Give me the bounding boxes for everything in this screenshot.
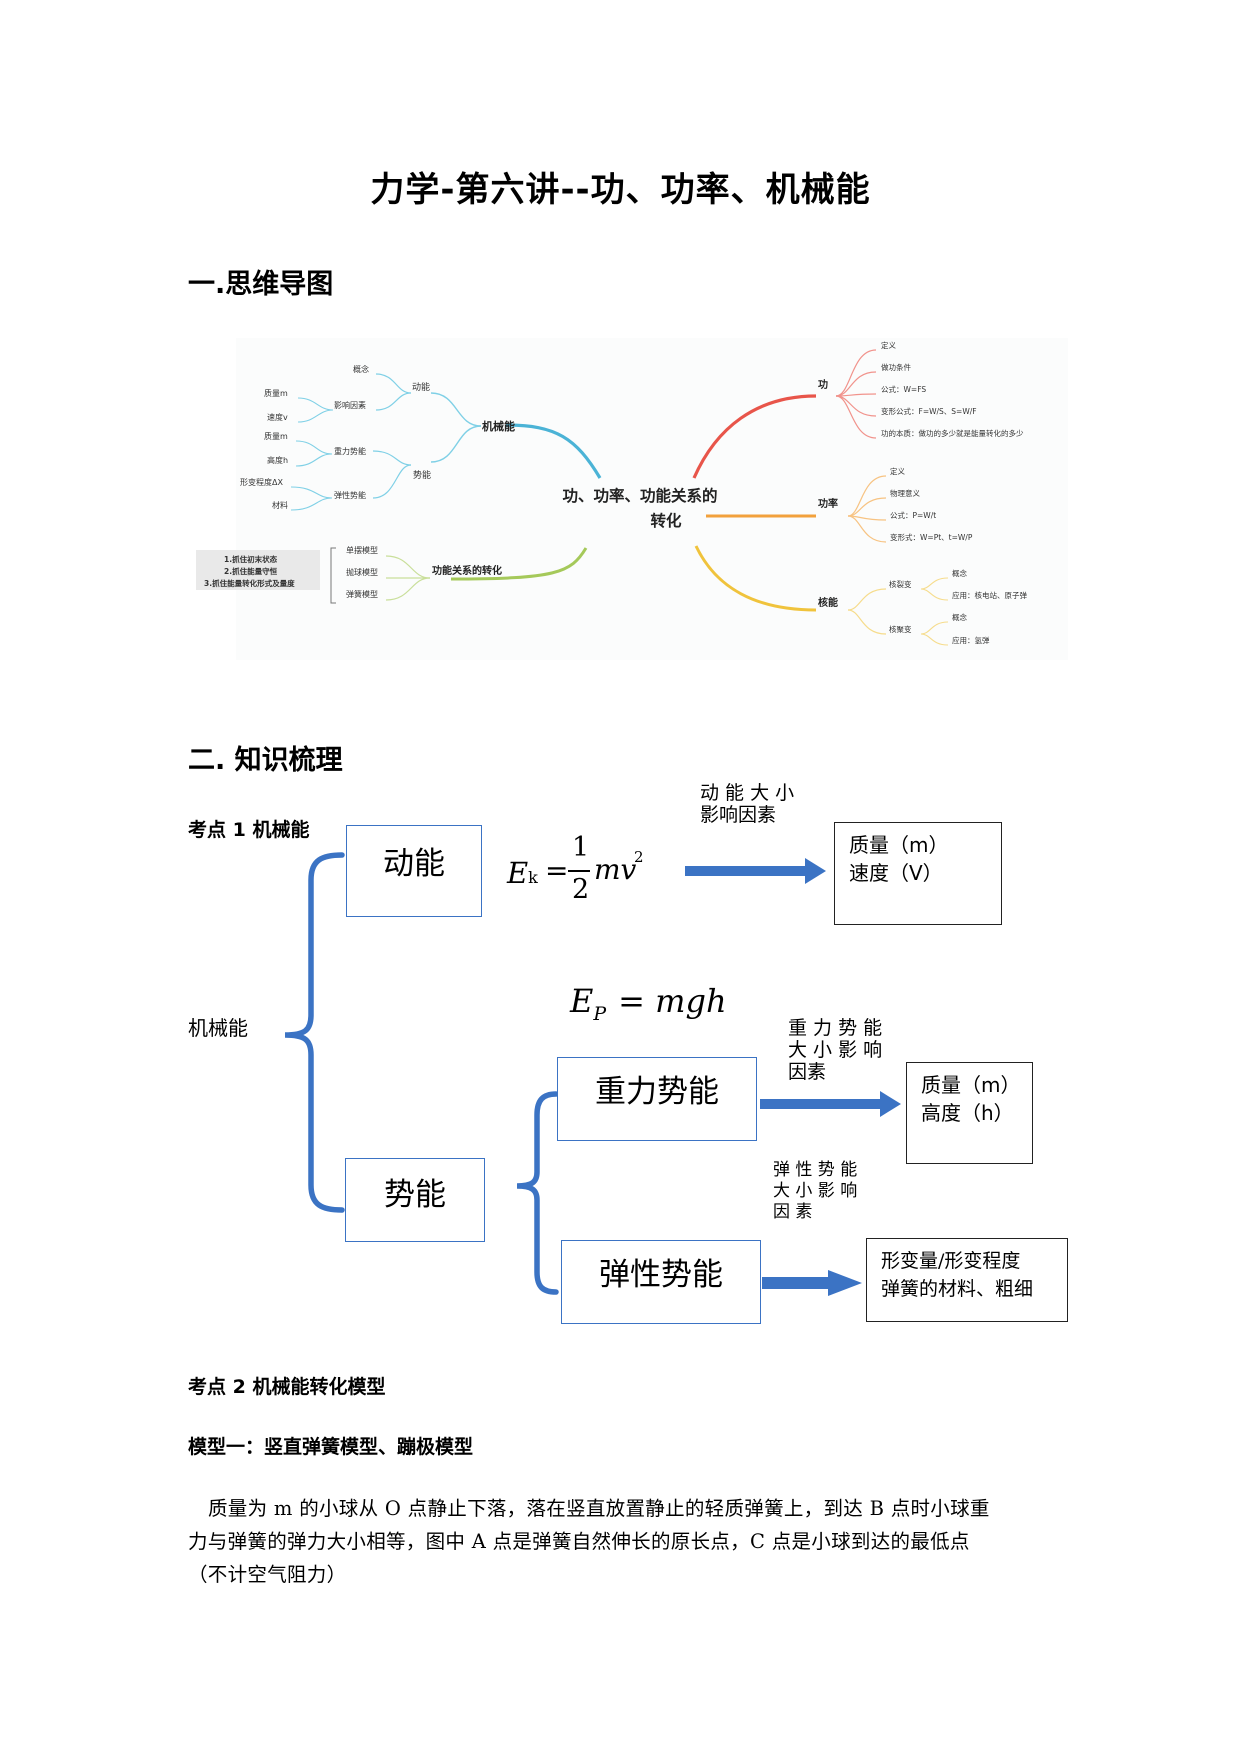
mindmap-zhiliang-m2: 质量m: [264, 431, 288, 441]
mindmap-cailiao: 材料: [272, 500, 288, 510]
mindmap-liebian: 核裂变: [889, 579, 912, 589]
mindmap-liebian-item-1: 概念: [952, 568, 967, 578]
paragraph-line2: 力与弹簧的弹力大小相等，图中 A 点是弹簧自然伸长的原长点，C 点是小球到达的最…: [188, 1530, 970, 1553]
result-box-zhongli: 质量（m） 高度（h）: [906, 1062, 1033, 1164]
box-zhongli: 重力势能: [557, 1057, 757, 1141]
mindmap-gong-item-3: 公式：W=FS: [881, 384, 926, 394]
result-tanxing-line1: 形变量/形变程度: [881, 1250, 1021, 1272]
mindmap-sudu-v: 速度v: [267, 412, 288, 422]
mindmap-dongneng: 动能: [412, 381, 430, 393]
formula-ek-eq: =: [545, 854, 569, 887]
tree-root-label: 机械能: [188, 1016, 248, 1040]
model-1-heading: 模型一：竖直弹簧模型、蹦极模型: [188, 1436, 474, 1458]
mindmap-gong-item-2: 做功条件: [881, 362, 911, 372]
arrow-zhongli: [760, 1091, 901, 1117]
section-heading-knowledge: 二. 知识梳理: [188, 745, 343, 776]
mindmap-zhongli: 重力势能: [334, 446, 366, 456]
result-zhongli-line1: 质量（m）: [921, 1073, 1021, 1097]
mindmap-model-1: 单摆模型: [346, 545, 378, 555]
mindmap-jixieneng: 机械能: [482, 419, 515, 433]
mindmap-gong-item-5: 功的本质：做功的多少就是能量转化的多少: [881, 428, 1024, 438]
page-title: 力学-第六讲--功、功率、机械能: [370, 170, 871, 210]
result-dongneng-line1: 质量（m）: [849, 833, 949, 857]
note-dongneng: 动 能 大 小 影响因素: [700, 782, 794, 826]
mindmap-gonglv: 功率: [818, 497, 838, 510]
formula-ek-sup: 2: [634, 848, 644, 866]
formula-ep-sub: P: [593, 1003, 607, 1025]
box-dongneng: 动能: [346, 825, 482, 917]
mindmap-jubian-item-1: 概念: [952, 612, 967, 622]
note-dongneng-line2: 影响因素: [700, 804, 777, 826]
formula-ek-mv: mv: [594, 853, 637, 886]
section-heading-mindmap: 一.思维导图: [188, 269, 334, 300]
formula-ek: Ek: [507, 856, 538, 890]
mindmap-step-3: 3.抓住能量转化形式及量度: [204, 578, 295, 588]
formula-ek-sub: k: [528, 868, 538, 887]
box-tanxing: 弹性势能: [561, 1240, 761, 1324]
note-dongneng-line1: 动 能 大 小: [700, 782, 795, 804]
mindmap-gongneng: 功能关系的转化: [432, 564, 502, 577]
mindmap-tanxing: 弹性势能: [334, 490, 366, 500]
mindmap-xingbian: 形变程度ΔX: [240, 477, 283, 487]
note-tanxing: 弹 性 势 能 大 小 影 响 因 素: [773, 1160, 857, 1223]
note-zhongli-line3: 因素: [788, 1061, 827, 1083]
mindmap-center-line1: 功、功率、功能关系的: [562, 486, 717, 505]
paragraph-line1: 质量为 m 的小球从 O 点静止下落，落在竖直放置静止的轻质弹簧上，到达 B 点…: [208, 1497, 990, 1520]
box-shineng: 势能: [345, 1158, 485, 1242]
result-zhongli-line2: 高度（h）: [921, 1101, 1014, 1125]
note-tanxing-line3: 因 素: [773, 1202, 813, 1222]
mindmap-gong: 功: [818, 378, 828, 391]
mindmap-yingxiang: 影响因素: [334, 400, 366, 410]
note-zhongli-line2: 大 小 影 响: [788, 1039, 883, 1061]
note-tanxing-line2: 大 小 影 响: [773, 1181, 858, 1201]
mindmap-model-2: 抛球模型: [346, 567, 378, 577]
model-1-paragraph: 质量为 m 的小球从 O 点静止下落，落在竖直放置静止的轻质弹簧上，到达 B 点…: [188, 1492, 1068, 1591]
mindmap-center-line2: 转化: [650, 511, 682, 530]
mindmap-model-3: 弹簧模型: [346, 589, 378, 599]
mindmap-gonglv-item-1: 定义: [890, 466, 905, 476]
note-tanxing-line1: 弹 性 势 能: [773, 1160, 858, 1180]
mindmap-gonglv-item-4: 变形式：W=Pt、t=W/P: [890, 532, 973, 542]
mindmap-gainian: 概念: [353, 364, 369, 374]
arrow-dongneng: [685, 858, 826, 884]
mindmap-jubian: 核聚变: [889, 624, 912, 634]
mindmap-gonglv-item-2: 物理意义: [890, 488, 920, 498]
note-zhongli: 重 力 势 能 大 小 影 响 因素: [788, 1017, 883, 1083]
formula-ep-rest: = mgh: [618, 982, 727, 1020]
formula-ek-fraction-bar: [568, 870, 590, 872]
formula-ek-num: 1: [572, 832, 590, 863]
note-zhongli-line1: 重 力 势 能: [788, 1017, 883, 1039]
bracket-shineng: [516, 1091, 559, 1295]
formula-ep: EP = mgh: [570, 982, 727, 1025]
mindmap-gong-item-1: 定义: [881, 340, 896, 350]
mindmap-gonglv-item-3: 公式：P=W/t: [890, 510, 936, 520]
formula-ep-e: E: [570, 982, 594, 1020]
kaodian-2-heading: 考点 2 机械能转化模型: [188, 1376, 386, 1398]
mindmap-step-2: 2.抓住能量守恒: [224, 566, 278, 576]
mindmap-jubian-item-2: 应用：氢弹: [952, 635, 990, 645]
arrow-tanxing: [762, 1270, 862, 1296]
mindmap-liebian-item-2: 应用：核电站、原子弹: [952, 590, 1027, 600]
mindmap-step-1: 1.抓住初末状态: [224, 554, 278, 564]
result-dongneng-line2: 速度（V）: [849, 861, 943, 885]
mindmap-gaodu-h: 高度h: [267, 455, 288, 465]
result-box-dongneng: 质量（m） 速度（V）: [834, 822, 1002, 925]
formula-ek-den: 2: [572, 874, 590, 905]
mind-map: 功、功率、功能关系的 转化 机械能 动能 概念 影响因素 质量m 速度v 势能 …: [196, 338, 1068, 660]
kaodian-1-heading: 考点 1 机械能: [188, 819, 310, 841]
result-tanxing-line2: 弹簧的材料、粗细: [881, 1278, 1034, 1300]
mindmap-gong-item-4: 变形公式：F=W/S、S=W/F: [881, 406, 977, 416]
mindmap-zhiliang-m: 质量m: [264, 388, 288, 398]
paragraph-line3: （不计空气阻力）: [188, 1563, 347, 1586]
mindmap-heneng: 核能: [818, 596, 838, 609]
mindmap-shineng: 势能: [413, 469, 431, 481]
formula-ek-e: E: [507, 856, 529, 890]
bracket-jixieneng: [284, 852, 345, 1213]
result-box-tanxing: 形变量/形变程度 弹簧的材料、粗细: [866, 1238, 1068, 1322]
